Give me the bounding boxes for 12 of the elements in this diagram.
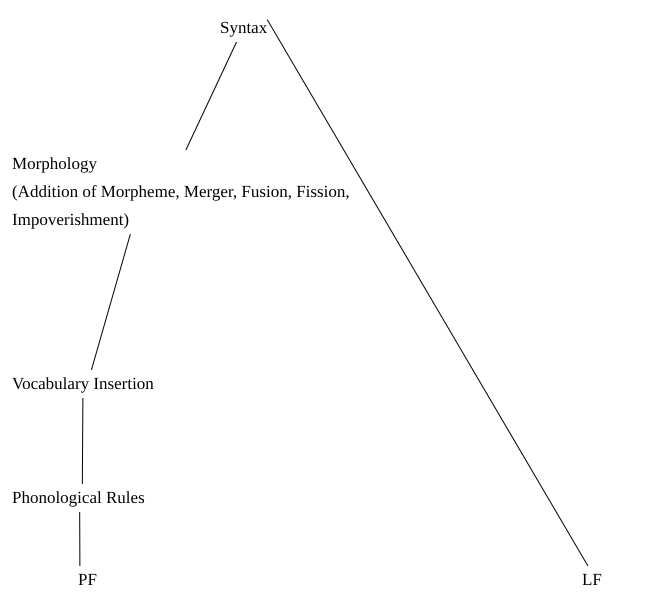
node-label: Morphology xyxy=(12,153,98,175)
connector-line xyxy=(79,512,80,566)
node-label: Phonological Rules xyxy=(12,487,145,509)
connector-line xyxy=(90,234,131,370)
node-label: LF xyxy=(582,569,602,591)
node-label: Syntax xyxy=(220,17,268,39)
node-label: (Addition of Morpheme, Merger, Fusion, Fission, Impoverishment) xyxy=(12,181,351,231)
node-label: Vocabulary Insertion xyxy=(12,373,154,395)
node-label: PF xyxy=(78,569,97,591)
connector-line xyxy=(266,19,588,566)
connector-line xyxy=(185,42,238,150)
connector-line xyxy=(82,398,84,484)
